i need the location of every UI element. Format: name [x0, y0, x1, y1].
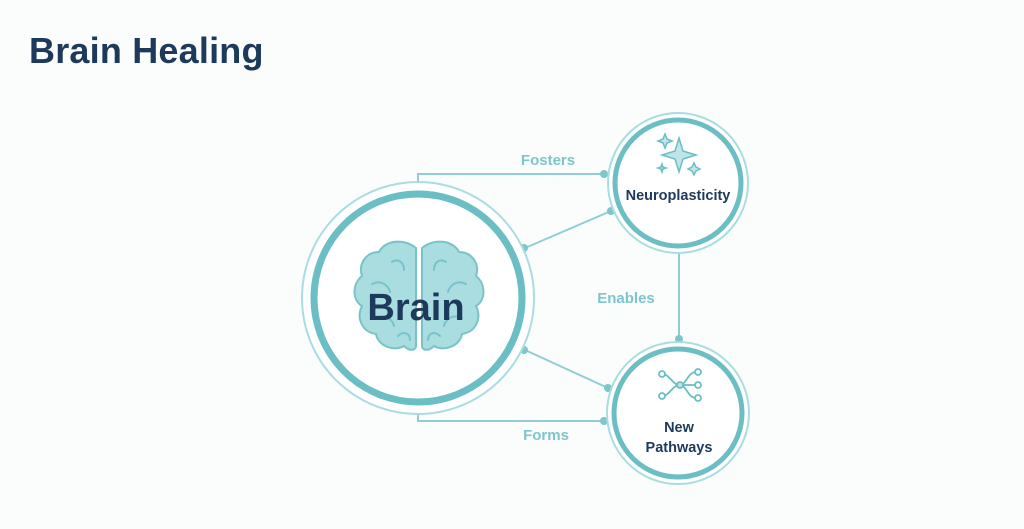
network-icon: [658, 368, 702, 402]
pathways-label-line1: New: [664, 420, 695, 436]
page-title: Brain Healing: [29, 30, 264, 71]
edge-label-forms: Forms: [523, 427, 569, 444]
pathways-label-line2: Pathways: [646, 440, 713, 456]
connector-dot: [600, 170, 608, 178]
pathways-inner-ring: [611, 346, 745, 480]
neuroplasticity-inner-ring: [612, 117, 744, 249]
connector-dot: [600, 417, 608, 425]
brain-icon: [353, 240, 485, 351]
edge-label-fosters: Fosters: [521, 152, 575, 169]
connector-brain-to-pathways: [524, 349, 609, 389]
brain-label: Brain: [367, 287, 464, 329]
sparkle-icon: [655, 131, 702, 177]
neuroplasticity-label: Neuroplasticity: [626, 188, 731, 204]
brain-inner-ring: [310, 190, 526, 406]
connector-brain-to-neuroplasticity: [524, 210, 612, 249]
node-brain: Brain: [301, 181, 535, 415]
node-neuroplasticity: Neuroplasticity: [607, 112, 749, 254]
connector-dot: [675, 335, 683, 343]
node-new-pathways: New Pathways: [606, 341, 750, 485]
edge-label-enables: Enables: [597, 290, 655, 307]
